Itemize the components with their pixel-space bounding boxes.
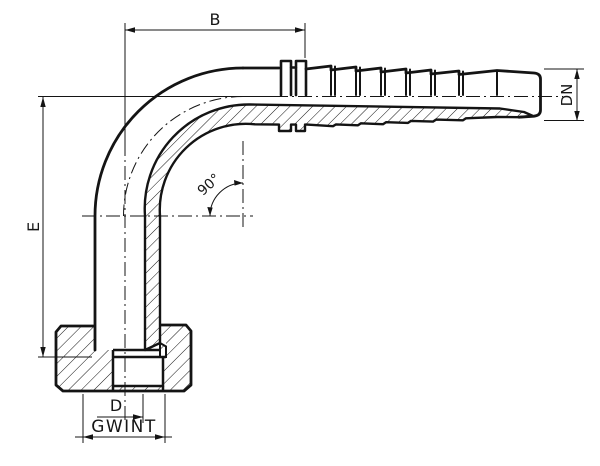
dim-label-b: B — [210, 10, 221, 29]
tube-wall-band — [143, 103, 535, 352]
barb-edges — [330, 65, 498, 96]
tube-wall-section — [143, 103, 535, 358]
angle-label-90deg: 90° — [195, 171, 224, 200]
dim-label-dn: DN — [558, 84, 576, 107]
nut-hatched-body — [56, 325, 191, 391]
dimension-arrowheads — [40, 27, 580, 440]
nut-outline — [54, 323, 193, 393]
nut-section — [54, 323, 193, 393]
collar-ring-1 — [279, 59, 293, 97]
outer-profile — [93, 59, 542, 352]
dimensions — [38, 23, 584, 443]
nut-internal-steps — [111, 348, 166, 391]
ferrule-foot — [159, 341, 167, 358]
collar-ring-2 — [294, 59, 308, 97]
elbow-outer-arc — [93, 66, 245, 352]
dim-label-gwint: GWINT — [91, 417, 157, 437]
centerlines — [38, 23, 563, 424]
bend-centerline-arc — [123, 96, 244, 217]
dimension-labels: B E DN D GWINT 90° — [24, 10, 576, 437]
dim-label-e: E — [24, 222, 43, 232]
dim-label-d: D — [110, 396, 122, 415]
